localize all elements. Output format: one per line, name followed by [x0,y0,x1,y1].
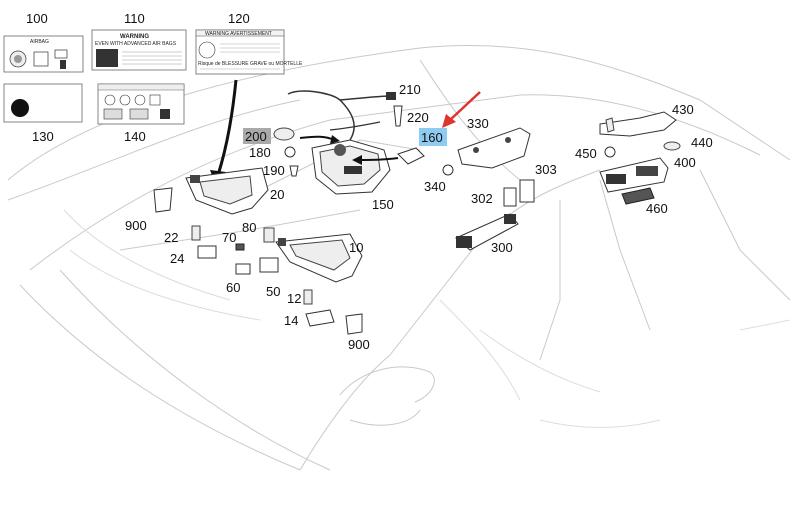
part-450-ring [604,146,616,158]
label-150: 150 [372,197,394,212]
label-900-bottom: 900 [348,337,370,352]
wiring-harness [287,90,396,141]
label-220: 220 [407,110,429,125]
red-pointer-arrow [442,91,481,128]
label-190: 190 [263,163,285,178]
label-22: 22 [164,230,178,245]
console-arrows [299,135,399,165]
label-24: 24 [170,251,184,266]
label-50: 50 [266,284,280,299]
sun-visor-left [185,167,269,215]
overhead-console [311,139,391,195]
grab-handle-300 [455,213,519,251]
label-303: 303 [535,162,557,177]
part-220-screw [393,105,403,127]
label-430: 430 [672,102,694,117]
label-10: 10 [349,240,363,255]
label-180: 180 [249,145,271,160]
bracket-430 [599,111,677,137]
bracket-330 [457,127,531,169]
airbag-card-text: AIRBAG [30,39,49,45]
part-440 [663,141,681,151]
rear-light-400 [599,157,669,193]
avert-card-title: WARNING AVERTISSEMENT [205,31,272,37]
airbag-label-card: AIRBAG [3,35,84,73]
part-460 [621,187,655,205]
label-340: 340 [424,179,446,194]
seat-warning-label-card [97,83,185,125]
callouts: 100 110 120 130 140 210 220 200 160 330 … [26,11,713,352]
label-300: 300 [491,240,513,255]
label-900-left: 900 [125,218,147,233]
avert-card-line2: Risque de BLESSURE GRAVE ou MORTELLE [198,61,303,67]
part-340-screw [442,164,454,176]
label-130: 130 [32,129,54,144]
label-140: 140 [124,129,146,144]
clip-group-left [191,225,335,327]
black-pointer-arrow [210,79,238,186]
label-440: 440 [691,135,713,150]
warning-card-subtitle: EVEN WITH ADVANCED AIR BAGS [95,41,177,47]
part-200-disc [273,127,295,141]
avertissement-warning-card: WARNING AVERTISSEMENT Risque de BLESSURE… [195,29,303,75]
warning-card-title: WARNING [120,34,149,40]
label-100: 100 [26,11,48,26]
sun-visor-right [275,233,363,335]
label-60: 60 [226,280,240,295]
dot-label-card [3,83,83,123]
parts-302-303 [503,179,535,207]
label-302: 302 [471,191,493,206]
label-210: 210 [399,82,421,97]
label-450: 450 [575,146,597,161]
label-14: 14 [284,313,298,328]
highlight-160 [419,128,447,146]
label-12: 12 [287,291,301,306]
part-180-190 [284,146,299,177]
label-70: 70 [222,230,236,245]
label-200: 200 [245,129,267,144]
vehicle-outline [7,44,791,471]
label-110: 110 [124,11,145,26]
label-330: 330 [467,116,489,131]
advanced-airbag-warning-card: WARNING EVEN WITH ADVANCED AIR BAGS [91,29,187,71]
part-160-clip [397,147,425,165]
clip-900-left [153,187,173,213]
label-400: 400 [674,155,696,170]
label-20: 20 [270,187,284,202]
label-120: 120 [228,11,250,26]
label-160: 160 [421,130,443,145]
label-80: 80 [242,220,256,235]
highlight-200 [243,128,271,144]
label-460: 460 [646,201,668,216]
